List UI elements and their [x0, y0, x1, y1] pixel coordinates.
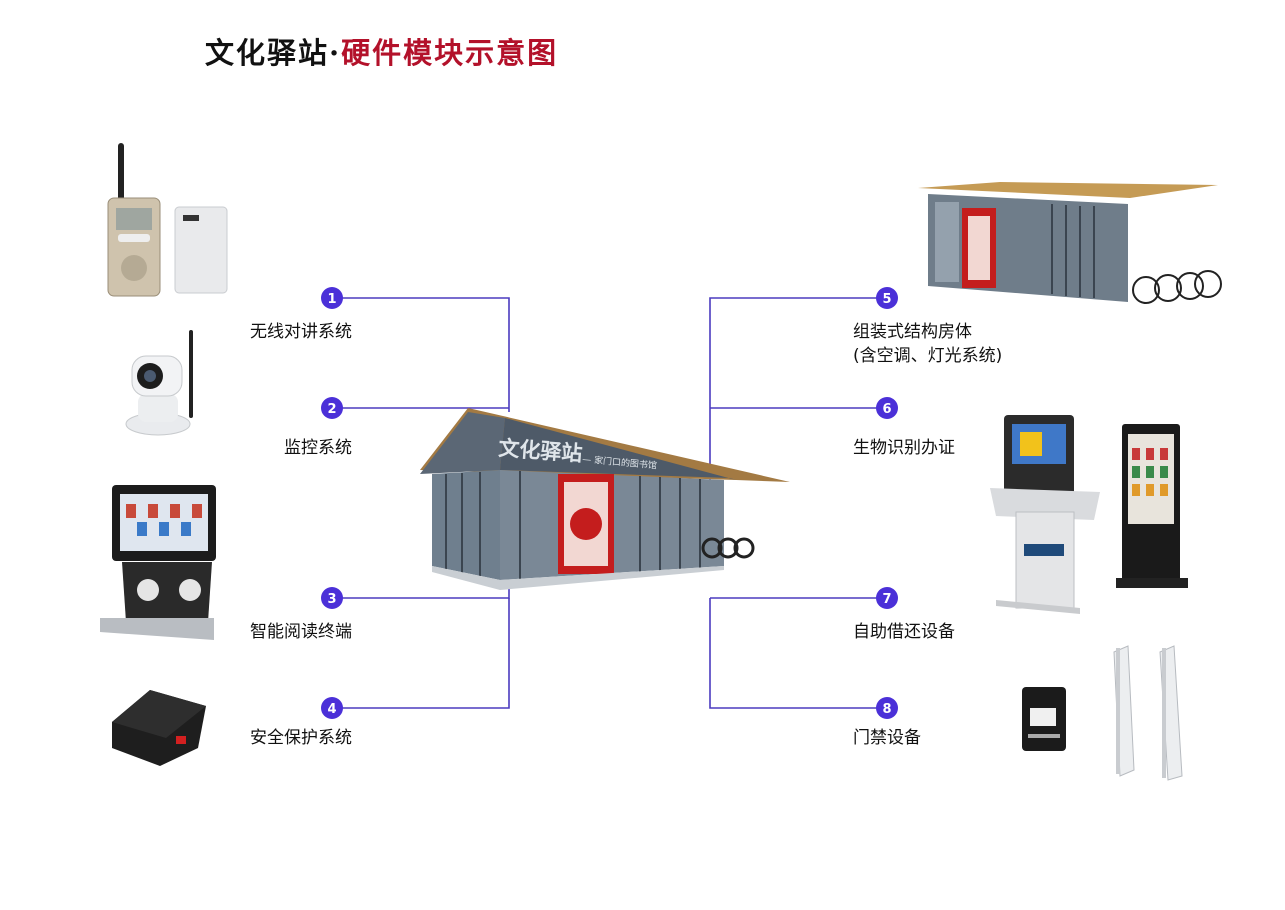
module-label-5: 组装式结构房体 [853, 322, 972, 342]
connector-8 [709, 598, 887, 709]
connector-lines [332, 297, 887, 709]
badge-num-5: 5 [882, 292, 891, 307]
badge-1 [321, 287, 343, 309]
alarm-device-icon [112, 690, 206, 766]
module-label-1: 无线对讲系统 [250, 322, 352, 342]
badge-num-3: 3 [327, 592, 336, 607]
module-label-2: 监控系统 [284, 438, 352, 458]
access-card-reader-icon [1022, 687, 1066, 751]
connector-4 [332, 598, 510, 709]
badge-num-7: 7 [882, 592, 891, 607]
badge-4 [321, 697, 343, 719]
connector-3 [332, 585, 510, 599]
badge-num-6: 6 [882, 402, 891, 417]
badge-7 [876, 587, 898, 609]
self-service-terminal-icon [990, 415, 1188, 614]
ip-camera-icon [125, 330, 193, 436]
badge-num-4: 4 [327, 702, 336, 717]
module-label-4: 安全保护系统 [250, 728, 352, 748]
title-part2: 硬件模块示意图 [341, 36, 559, 70]
reading-terminal-icon [100, 485, 216, 640]
title-part1: 文化驿站· [205, 36, 342, 70]
kiosk-sign: 文化驿站 [498, 435, 584, 466]
connector-1 [332, 297, 510, 412]
badge-8 [876, 697, 898, 719]
kiosk-house-icon [420, 408, 790, 590]
module-label-3: 智能阅读终端 [250, 622, 352, 642]
walkie-talkie-icon [107, 143, 228, 297]
badges [321, 287, 898, 719]
module-label-5-sub: (含空调、灯光系统) [853, 346, 1003, 366]
badge-2 [321, 397, 343, 419]
badge-num-1: 1 [327, 292, 336, 307]
badge-3 [321, 587, 343, 609]
badge-6 [876, 397, 898, 419]
mini-kiosk-house-icon [918, 182, 1222, 304]
badge-num-8: 8 [882, 702, 891, 717]
badge-5 [876, 287, 898, 309]
page-title: 文化驿站·硬件模块示意图 [205, 30, 558, 72]
security-gate-icon [1113, 645, 1183, 781]
badge-num-2: 2 [327, 402, 336, 417]
module-label-8: 门禁设备 [853, 728, 921, 748]
module-label-7: 自助借还设备 [853, 622, 955, 642]
module-label-6: 生物识别办证 [853, 438, 955, 458]
